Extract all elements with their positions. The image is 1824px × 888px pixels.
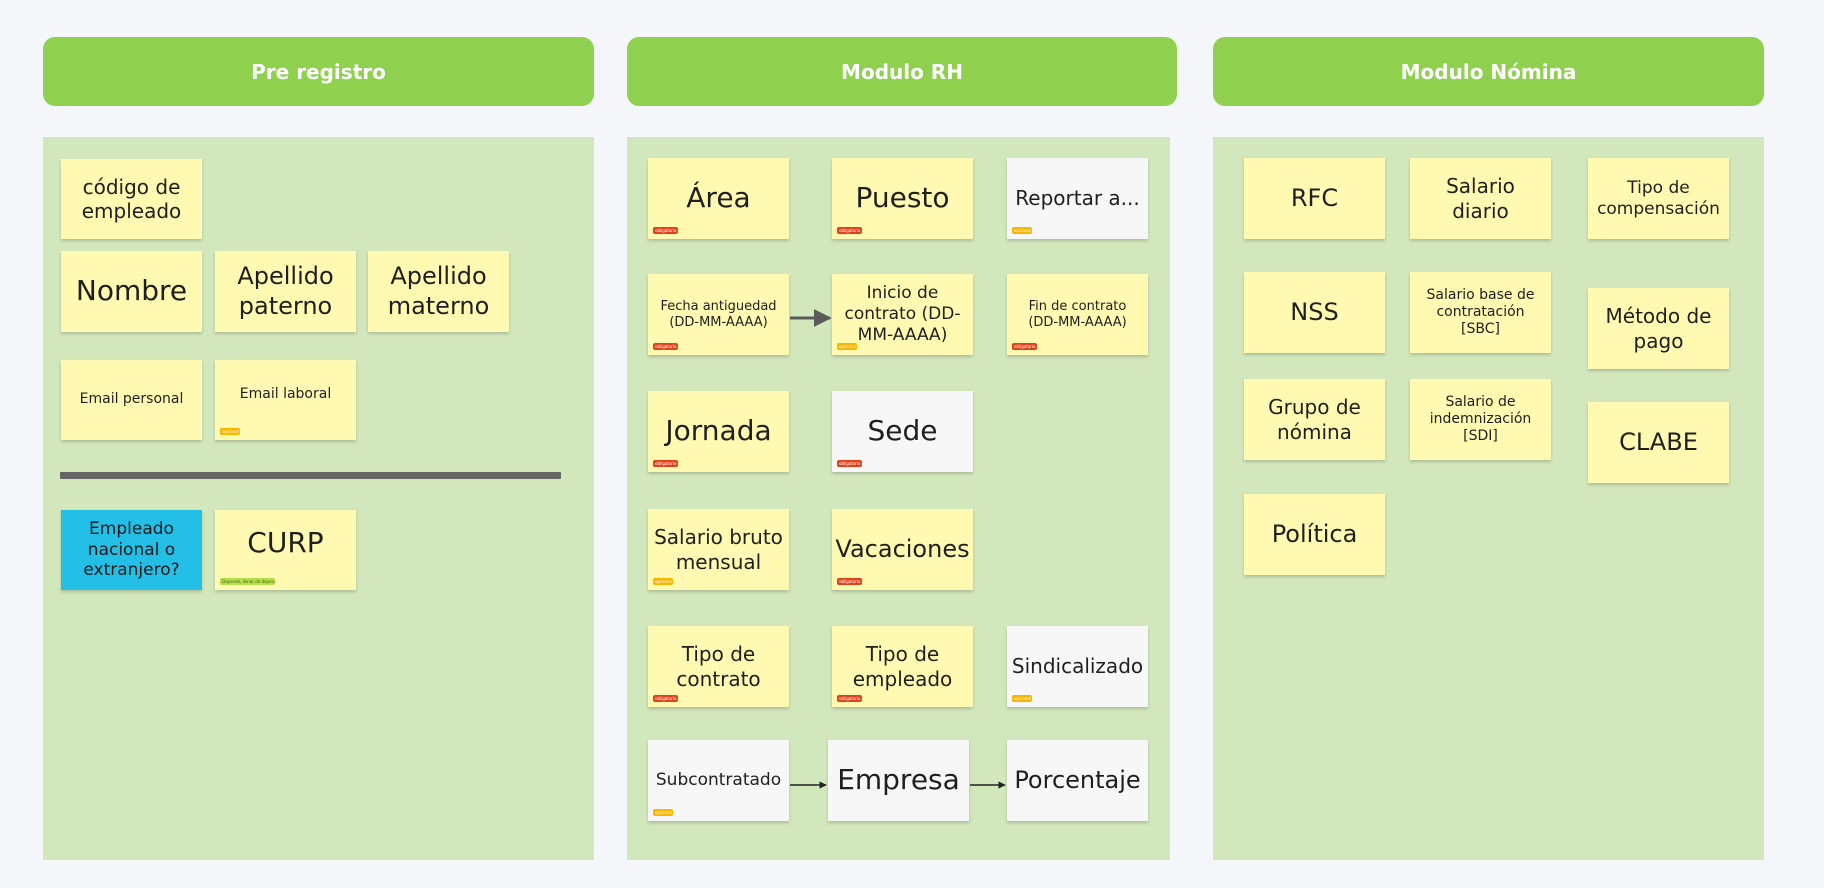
sticky-salario-bruto[interactable]: Salario bruto mensual opcional bbox=[648, 509, 789, 590]
sticky-text: Tipo de compensación bbox=[1597, 177, 1720, 219]
sticky-sede[interactable]: Sede obligatorio bbox=[832, 391, 973, 472]
sticky-apellido-paterno[interactable]: Apellido paterno bbox=[215, 251, 356, 332]
sticky-rfc[interactable]: RFC bbox=[1244, 158, 1385, 239]
sticky-text: CURP bbox=[247, 526, 324, 559]
sticky-text: NSS bbox=[1290, 297, 1339, 326]
sticky-text: Puesto bbox=[855, 181, 950, 215]
sticky-salario-diario[interactable]: Salario diario bbox=[1410, 158, 1551, 239]
sticky-text: Reportar a... bbox=[1015, 186, 1140, 211]
sticky-text: Fin de contrato (DD-MM-AAAA) bbox=[1028, 298, 1127, 330]
sticky-subcontratado[interactable]: Subcontratado opcional bbox=[648, 740, 789, 821]
sticky-text: Política bbox=[1271, 519, 1358, 548]
sticky-text: Tipo de contrato bbox=[676, 642, 761, 691]
tag-obligatorio: obligatorio bbox=[837, 227, 862, 234]
sticky-politica[interactable]: Política bbox=[1244, 494, 1385, 575]
sticky-text: Salario bruto mensual bbox=[654, 525, 783, 574]
sticky-email-personal[interactable]: Email personal bbox=[61, 360, 202, 440]
tag-opcional: opcional bbox=[220, 428, 240, 435]
sticky-text: Porcentaje bbox=[1014, 765, 1141, 794]
sticky-text: Tipo de empleado bbox=[852, 642, 953, 691]
column-header-modulo-rh[interactable]: Modulo RH bbox=[627, 37, 1177, 106]
sticky-clabe[interactable]: CLABE bbox=[1588, 402, 1729, 483]
tag-opcional: opcional bbox=[653, 578, 673, 585]
sticky-vacaciones[interactable]: Vacaciones obligatorio bbox=[832, 509, 973, 590]
column-header-modulo-nomina[interactable]: Modulo Nómina bbox=[1213, 37, 1764, 106]
sticky-text: Subcontratado bbox=[655, 770, 782, 791]
sticky-curp[interactable]: CURP Depende, llenar de dependien... bbox=[215, 510, 356, 590]
column-header-pre-registro[interactable]: Pre registro bbox=[43, 37, 594, 106]
tag-obligatorio: obligatorio bbox=[653, 695, 678, 702]
sticky-text: Nombre bbox=[75, 274, 188, 308]
sticky-inicio-contrato[interactable]: Inicio de contrato (DD-MM-AAAA) opcional bbox=[832, 274, 973, 355]
sticky-reportar-a[interactable]: Reportar a... opcional bbox=[1007, 158, 1148, 239]
tag-depends: Depende, llenar de dependien... bbox=[220, 578, 275, 585]
sticky-text: Método de pago bbox=[1605, 304, 1712, 353]
tag-obligatorio: obligatorio bbox=[653, 227, 678, 234]
sticky-sindicalizado[interactable]: Sindicalizado opcional bbox=[1007, 626, 1148, 707]
sticky-text: Inicio de contrato (DD-MM-AAAA) bbox=[844, 283, 961, 345]
sticky-fecha-antiguedad[interactable]: Fecha antiguedad (DD-MM-AAAA) obligatori… bbox=[648, 274, 789, 355]
sticky-text: Sede bbox=[867, 414, 938, 448]
sticky-text: Sindicalizado bbox=[1011, 654, 1144, 679]
sticky-area[interactable]: Área obligatorio bbox=[648, 158, 789, 239]
sticky-puesto[interactable]: Puesto obligatorio bbox=[832, 158, 973, 239]
sticky-salario-indemnizacion[interactable]: Salario de indemnización [SDI] bbox=[1410, 379, 1551, 460]
tag-opcional: opcional bbox=[1012, 227, 1032, 234]
sticky-empleado-nacional[interactable]: Empleado nacional o extranjero? bbox=[61, 510, 202, 590]
tag-obligatorio: obligatorio bbox=[653, 343, 678, 350]
tag-obligatorio: obligatorio bbox=[837, 460, 862, 467]
sticky-text: Apellido paterno bbox=[237, 262, 334, 320]
sticky-text: Apellido materno bbox=[387, 262, 490, 320]
sticky-tipo-compensacion[interactable]: Tipo de compensación bbox=[1588, 158, 1729, 239]
sticky-text: Salario base de contratación [SBC] bbox=[1426, 286, 1535, 338]
divider-line bbox=[60, 472, 561, 479]
sticky-fin-contrato[interactable]: Fin de contrato (DD-MM-AAAA) obligatorio bbox=[1007, 274, 1148, 355]
sticky-empresa[interactable]: Empresa bbox=[828, 740, 969, 821]
sticky-jornada[interactable]: Jornada obligatorio bbox=[648, 391, 789, 472]
sticky-tipo-contrato[interactable]: Tipo de contrato obligatorio bbox=[648, 626, 789, 707]
sticky-codigo-empleado[interactable]: código de empleado bbox=[61, 159, 202, 239]
tag-obligatorio: obligatorio bbox=[1012, 343, 1037, 350]
sticky-email-laboral[interactable]: Email laboral opcional bbox=[215, 360, 356, 440]
column-frame-modulo-rh bbox=[627, 137, 1170, 860]
column-frame-pre-registro bbox=[43, 137, 594, 860]
sticky-text: Vacaciones bbox=[835, 534, 970, 563]
sticky-text: CLABE bbox=[1619, 427, 1698, 456]
tag-opcional: opcional bbox=[653, 809, 673, 816]
sticky-salario-base[interactable]: Salario base de contratación [SBC] bbox=[1410, 272, 1551, 353]
sticky-text: Empresa bbox=[837, 763, 960, 797]
sticky-text: Email personal bbox=[79, 391, 184, 408]
tag-obligatorio: obligatorio bbox=[837, 695, 862, 702]
tag-obligatorio: obligatorio bbox=[837, 578, 862, 585]
sticky-nss[interactable]: NSS bbox=[1244, 272, 1385, 353]
sticky-text: Fecha antiguedad (DD-MM-AAAA) bbox=[660, 298, 777, 330]
tag-obligatorio: obligatorio bbox=[653, 460, 678, 467]
sticky-text: Jornada bbox=[665, 414, 772, 448]
sticky-apellido-materno[interactable]: Apellido materno bbox=[368, 251, 509, 332]
tag-opcional: opcional bbox=[837, 343, 857, 350]
sticky-text: Grupo de nómina bbox=[1268, 395, 1361, 444]
sticky-text: código de empleado bbox=[81, 174, 182, 223]
sticky-tipo-empleado[interactable]: Tipo de empleado obligatorio bbox=[832, 626, 973, 707]
sticky-metodo-pago[interactable]: Método de pago bbox=[1588, 288, 1729, 369]
sticky-porcentaje[interactable]: Porcentaje bbox=[1007, 740, 1148, 821]
sticky-text: RFC bbox=[1290, 183, 1339, 212]
sticky-nombre[interactable]: Nombre bbox=[61, 251, 202, 332]
sticky-text: Email laboral bbox=[239, 386, 332, 402]
sticky-text: Empleado nacional o extranjero? bbox=[83, 518, 180, 581]
sticky-text: Salario de indemnización [SDI] bbox=[1429, 393, 1532, 445]
sticky-grupo-nomina[interactable]: Grupo de nómina bbox=[1244, 379, 1385, 460]
tag-opcional: opcional bbox=[1012, 695, 1032, 702]
sticky-text: Área bbox=[686, 181, 751, 215]
sticky-text: Salario diario bbox=[1446, 174, 1515, 223]
